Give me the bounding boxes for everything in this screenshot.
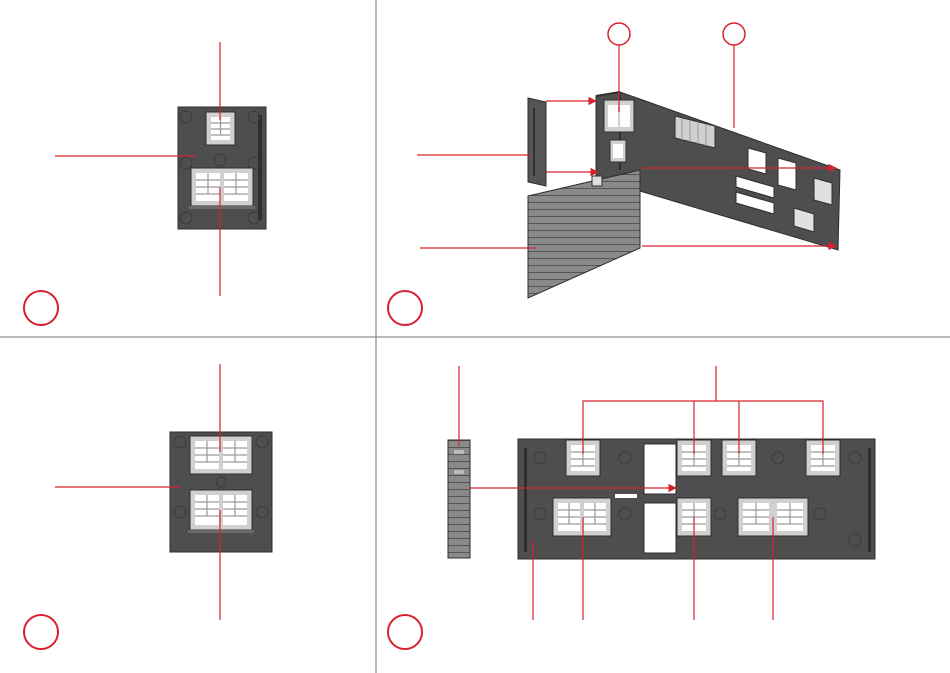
step-4-group [388, 366, 875, 649]
step-4-door-opening-lower [644, 503, 676, 553]
step-1-group [24, 42, 266, 325]
step-2-group [388, 23, 840, 325]
step-3-group [24, 364, 272, 649]
step-3-number [24, 615, 58, 649]
step-4-number [388, 615, 422, 649]
step-1-number [24, 291, 58, 325]
step-4-door-opening-upper [644, 444, 676, 494]
callout-a-number [607, 22, 631, 46]
step-4-wood-strip [448, 440, 470, 558]
step-3-upper-window [190, 436, 252, 474]
step-2-narrow-piece [528, 98, 546, 186]
step-3-lower-window [188, 490, 254, 533]
step-2-wood-wall [528, 170, 640, 298]
step-2-number [388, 291, 422, 325]
callout-b-number [722, 22, 746, 46]
step-4-lower-windows [553, 498, 808, 536]
